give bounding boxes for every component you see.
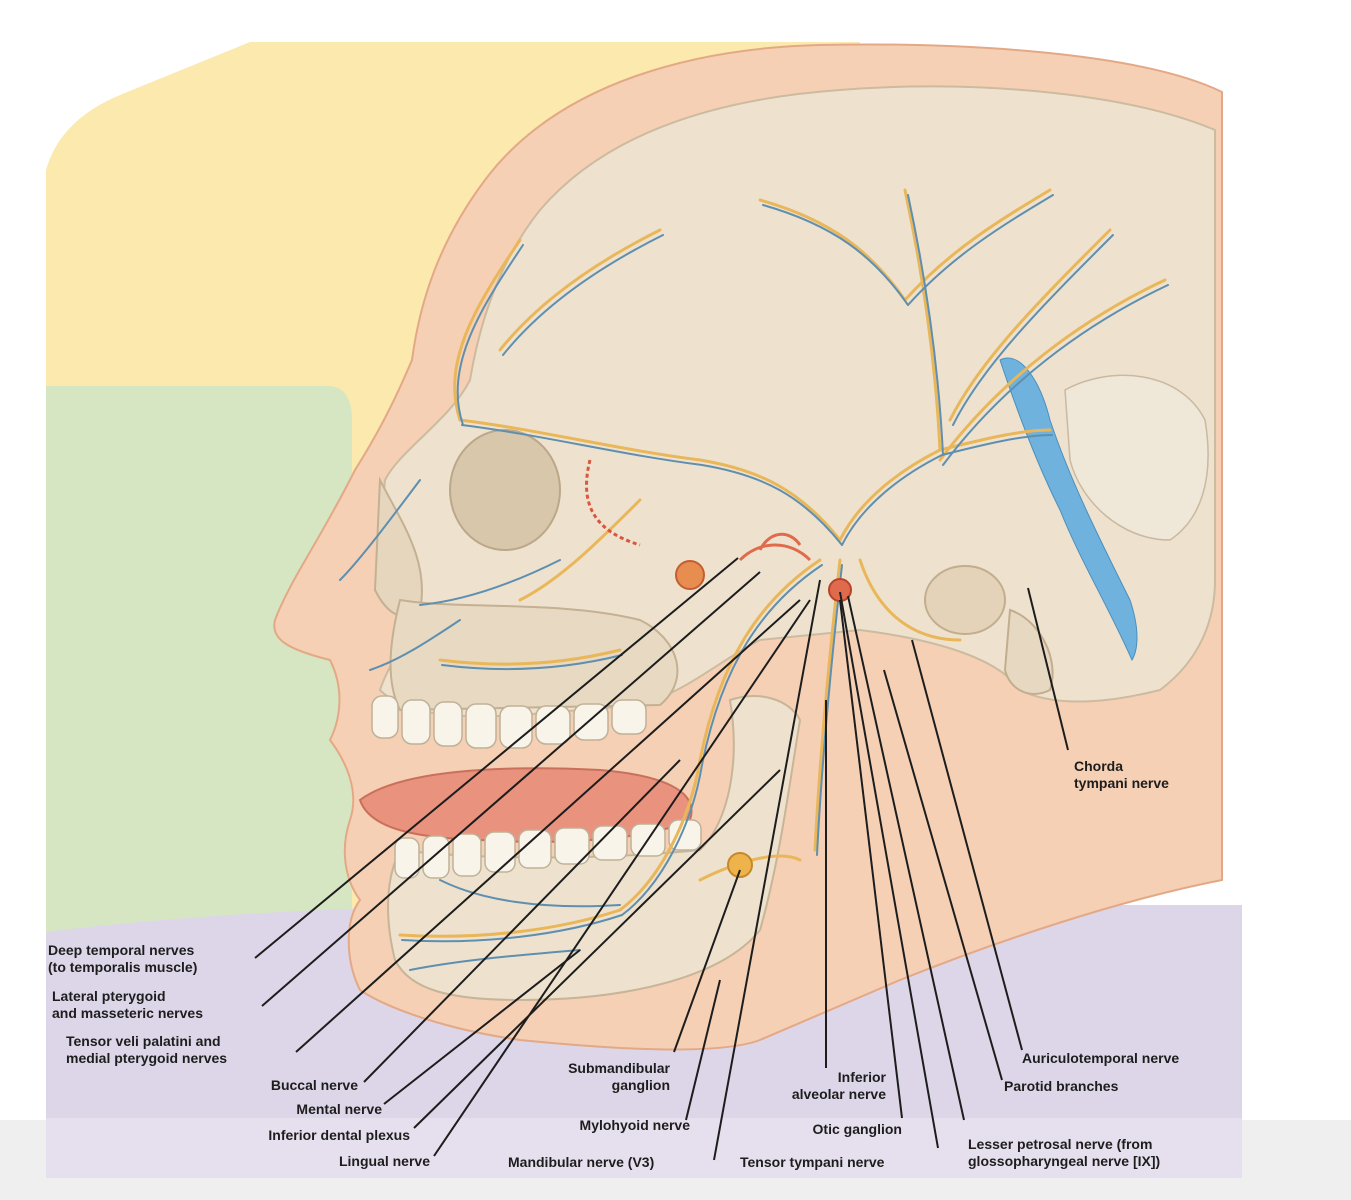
upper-teeth [371,695,647,749]
leader-chorda-tympani [1027,587,1069,751]
leader-mental [383,949,581,1105]
label-lateral-pterygoid: Lateral pterygoid and masseteric nerves [52,988,203,1021]
mastoid [1003,608,1054,695]
label-mental: Mental nerve [296,1101,382,1117]
lower-teeth [394,819,702,879]
blue-vessel [999,357,1138,662]
cerebellum [1064,374,1209,541]
label-submandibular: Submandibular ganglion [568,1060,670,1093]
orbit [449,429,561,551]
bottom-panel [46,1118,1242,1178]
label-chorda-tympani: Chorda tympani nerve [1074,758,1169,791]
label-parotid: Parotid branches [1004,1078,1119,1094]
label-lesser-petrosal: Lesser petrosal nerve (from glossopharyn… [968,1136,1161,1169]
ear-canal [924,565,1006,635]
label-tensor-veli: Tensor veli palatini and medial pterygoi… [66,1033,228,1066]
leader-lateral-pterygoid [261,571,761,1007]
mandible [387,695,802,1002]
submandibular-ganglion-mark [727,852,753,878]
label-buccal: Buccal nerve [270,1077,358,1093]
maxilla [389,598,679,712]
leader-lines [254,557,1069,1161]
label-mandibular: Mandibular nerve (V3) [508,1154,655,1170]
leader-inferior-dental [413,769,781,1129]
leader-parotid [883,669,1003,1081]
head [273,43,1223,1051]
leader-deep-temporal [254,557,739,959]
label-mylohyoid: Mylohyoid nerve [579,1117,690,1133]
label-tensor-tympani: Tensor tympani nerve [740,1154,885,1170]
ganglion-cluster [738,532,812,562]
leader-auriculotemporal [911,639,1023,1051]
leader-mandibular [713,579,821,1161]
leader-tensor-veli [295,599,801,1053]
leader-tensor-tympani [839,591,939,1149]
leader-lingual [433,599,811,1157]
leader-submandibular [673,869,741,1053]
label-auriculotemporal: Auriculotemporal nerve [1022,1050,1180,1066]
label-inferior-alveolar: Inferior alveolar nerve [791,1069,886,1102]
label-lingual: Lingual nerve [338,1153,430,1169]
label-otic: Otic ganglion [812,1121,902,1137]
label-deep-temporal: Deep temporal nerves (to temporalis musc… [48,942,198,975]
pterygopalatine-ganglion [675,560,705,590]
leader-otic [839,599,903,1119]
leader-buccal [363,759,681,1083]
leader-mylohyoid [685,979,721,1121]
leader-lesser-petrosal [847,595,965,1121]
label-inferior-dental: Inferior dental plexus [268,1127,410,1143]
ganglia [585,459,852,878]
